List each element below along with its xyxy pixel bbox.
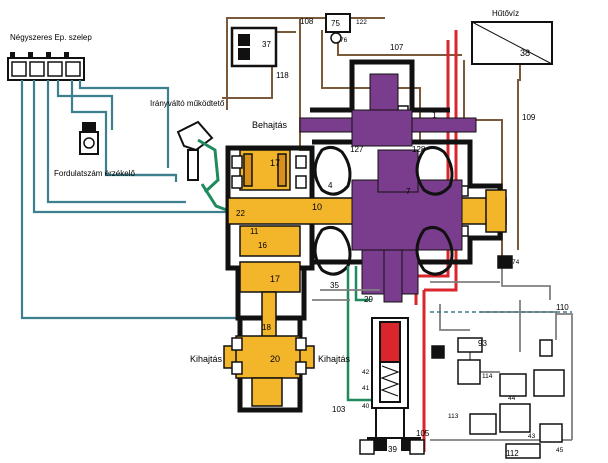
label-122: 122 xyxy=(356,19,367,26)
label-42: 42 xyxy=(362,369,370,376)
label-17a: 17 xyxy=(270,158,280,168)
label-93: 93 xyxy=(478,339,487,348)
label-127: 127 xyxy=(350,145,364,154)
label-18: 18 xyxy=(262,323,271,332)
direction-switch-label: Irányváltó működtető xyxy=(150,99,225,108)
label-7: 7 xyxy=(406,187,411,196)
label-76: 76 xyxy=(340,37,348,44)
label-4: 4 xyxy=(328,181,333,190)
input-drive-label: Behajtás xyxy=(252,120,288,130)
label-29: 29 xyxy=(364,295,373,304)
label-16: 16 xyxy=(258,241,267,250)
speed-sensor-group: Fordulatszám érzékelő xyxy=(54,122,135,178)
valve-93 xyxy=(457,337,483,353)
label-107: 107 xyxy=(390,43,404,52)
green-oil-lines xyxy=(346,266,376,402)
speed-sensor-label: Fordulatszám érzékelő xyxy=(54,169,135,178)
label-43: 43 xyxy=(528,433,536,440)
label-112: 112 xyxy=(506,449,519,458)
label-41: 41 xyxy=(362,385,370,392)
label-118: 118 xyxy=(276,71,289,80)
label-128: 128 xyxy=(412,145,426,154)
torque-converter xyxy=(299,73,477,303)
output-left-label: Kihajtás xyxy=(190,354,223,364)
label-75: 75 xyxy=(331,19,340,28)
direction-switch-group: Irányváltó működtető xyxy=(150,99,233,214)
label-39: 39 xyxy=(388,445,397,454)
label-108: 108 xyxy=(300,17,314,26)
output-right-label: Kihajtás xyxy=(318,354,351,364)
valve-block-label: Négyszeres Ep. szelep xyxy=(10,33,92,42)
label-105: 105 xyxy=(416,429,430,438)
clutch-pack xyxy=(239,225,301,257)
label-17b: 17 xyxy=(270,274,280,284)
label-37: 37 xyxy=(262,40,271,49)
cooler-group: 38 Hűtővíz xyxy=(471,9,553,65)
label-45: 45 xyxy=(556,447,564,454)
label-22: 22 xyxy=(236,209,245,218)
right-components xyxy=(359,255,565,459)
label-1: 1 xyxy=(432,110,437,120)
valve-block-group: Négyszeres Ep. szelep xyxy=(7,33,92,81)
label-114: 114 xyxy=(482,373,493,380)
label-38: 38 xyxy=(520,48,530,58)
label-74: 74 xyxy=(512,259,520,266)
label-10: 10 xyxy=(312,202,322,212)
label-109: 109 xyxy=(522,113,536,122)
bearings xyxy=(231,105,469,375)
label-103: 103 xyxy=(332,405,346,414)
gear-17 xyxy=(239,261,301,293)
label-110: 110 xyxy=(556,303,569,312)
valve-37: 37 xyxy=(230,26,278,68)
label-11: 11 xyxy=(250,227,259,236)
teal-signal-lines xyxy=(20,80,238,320)
label-40: 40 xyxy=(362,403,370,410)
filter-44 xyxy=(499,403,531,433)
main-control-valve xyxy=(367,317,421,451)
label-35: 35 xyxy=(330,281,339,290)
label-44: 44 xyxy=(508,395,516,402)
label-113: 113 xyxy=(448,413,459,420)
label-20: 20 xyxy=(270,354,280,364)
valve-75: 75 76 122 xyxy=(325,13,367,44)
cooler-label: Hűtővíz xyxy=(492,9,519,18)
valve-114 xyxy=(457,359,481,385)
